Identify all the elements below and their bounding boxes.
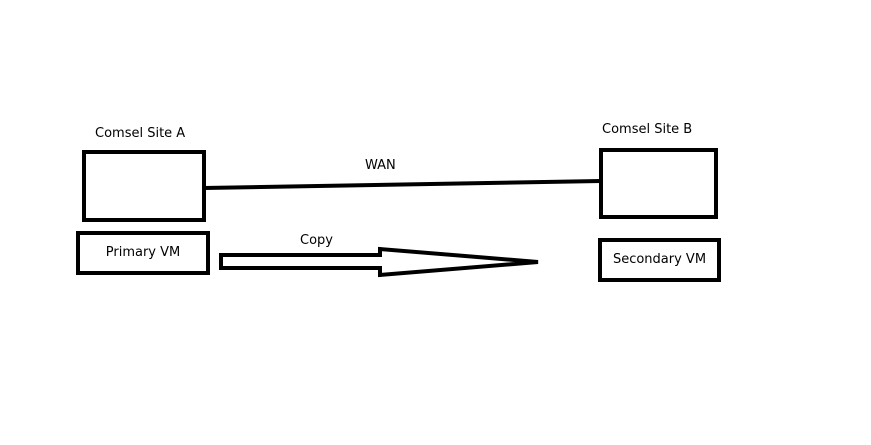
- wan-label: WAN: [365, 158, 396, 173]
- copy-label: Copy: [300, 233, 333, 248]
- copy-arrow: [219, 246, 539, 278]
- site-b-label: Comsel Site B: [602, 122, 693, 137]
- primary-vm-box: Primary VM: [76, 231, 210, 275]
- secondary-vm-box: Secondary VM: [598, 238, 721, 282]
- wan-link-line: [203, 179, 602, 190]
- site-a-box: [82, 150, 206, 222]
- site-a-label: Comsel Site A: [95, 126, 186, 141]
- primary-vm-label: Primary VM: [105, 245, 181, 260]
- site-b-box: [599, 148, 718, 219]
- secondary-vm-label: Secondary VM: [612, 252, 707, 267]
